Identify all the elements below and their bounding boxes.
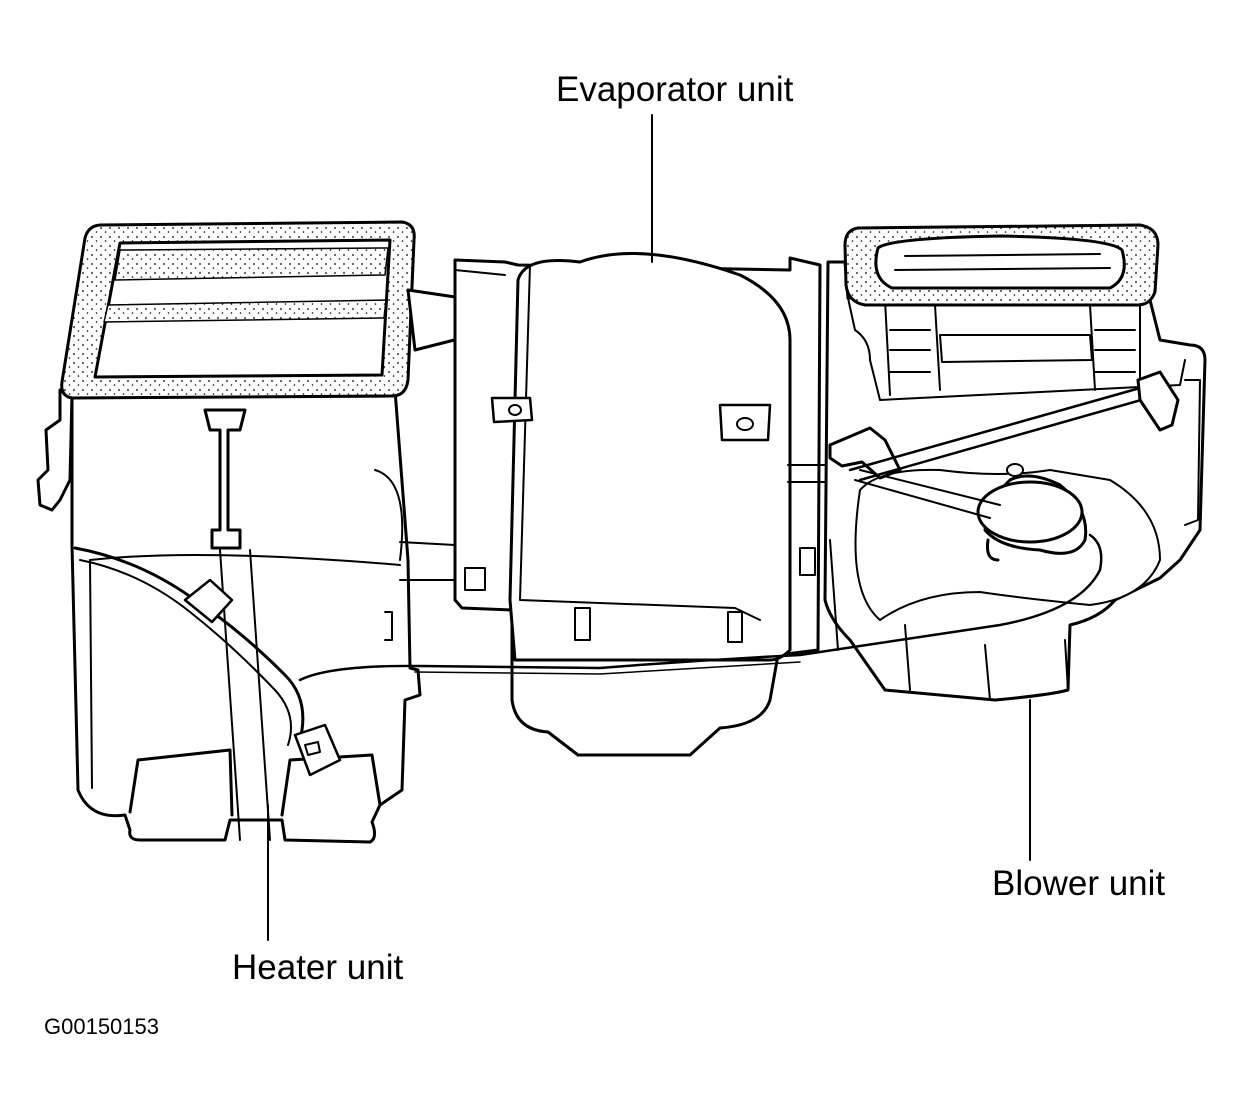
blower-unit-label: Blower unit	[992, 864, 1166, 903]
heater-unit-label: Heater unit	[232, 948, 404, 987]
blower-top-gasket	[843, 223, 1160, 307]
blower-unit	[823, 260, 1207, 702]
evaporator-unit	[399, 252, 839, 757]
evaporator-unit-label: Evaporator unit	[556, 70, 794, 109]
heater-top-gasket	[60, 220, 472, 400]
wire-harness	[73, 533, 1103, 777]
figure-code: G00150153	[44, 1014, 159, 1039]
leader-lines	[267, 114, 1031, 941]
heater-unit	[36, 388, 422, 844]
